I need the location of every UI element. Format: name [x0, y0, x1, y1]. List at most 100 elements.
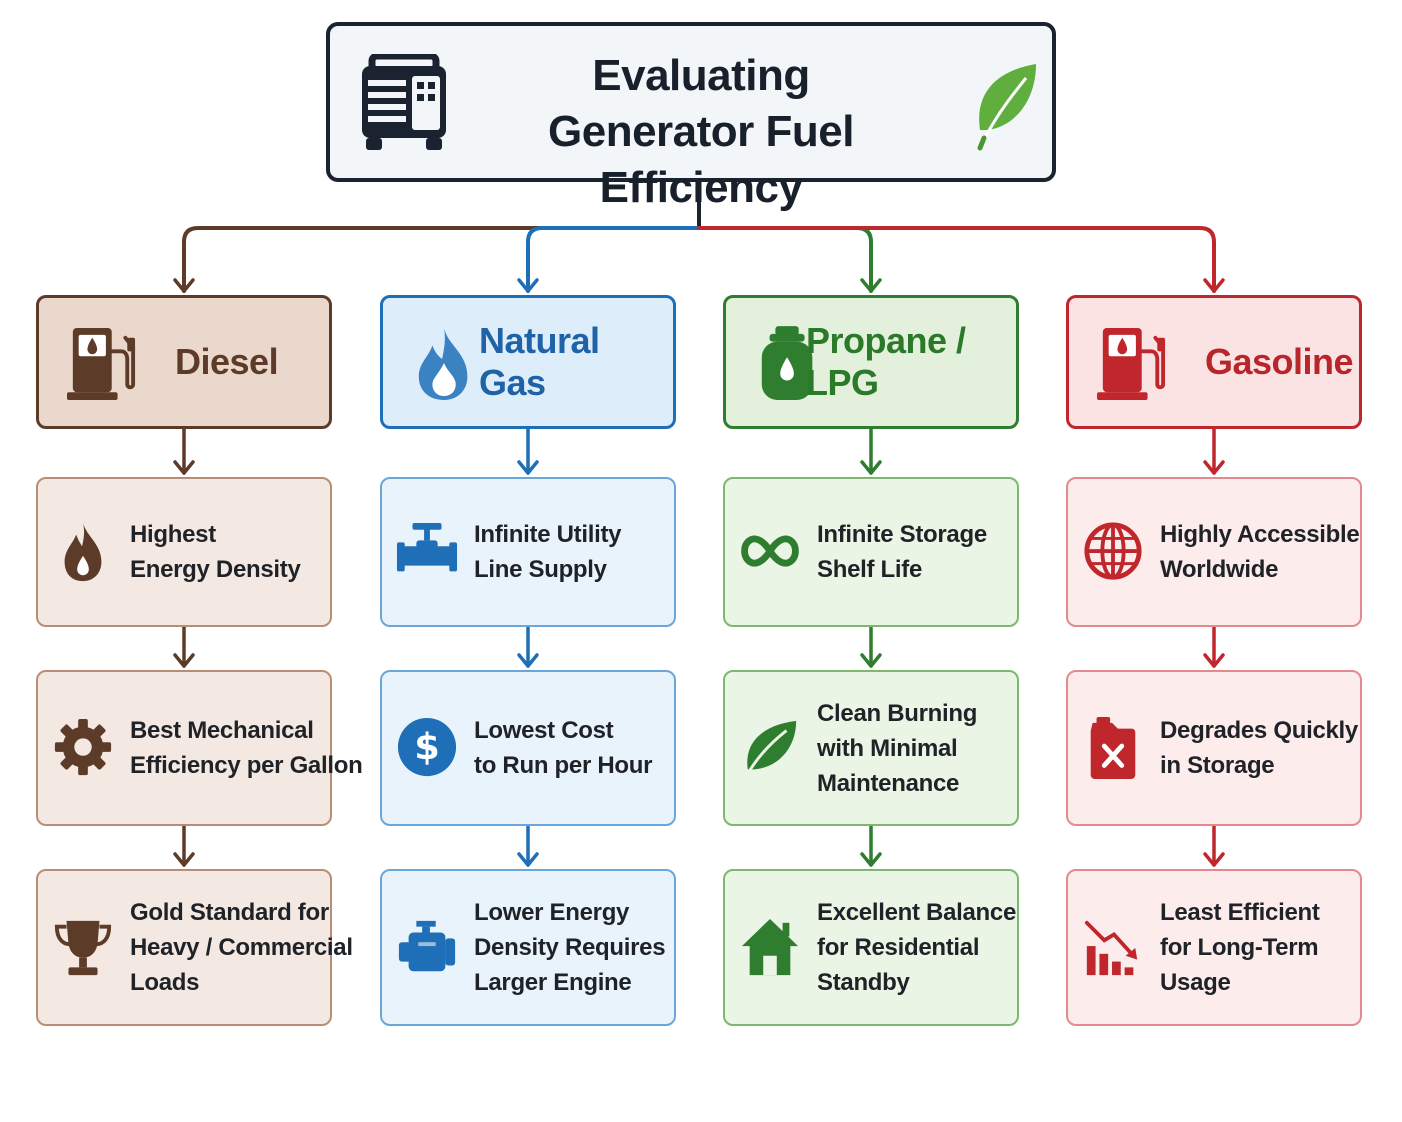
svg-text:$: $	[414, 726, 440, 769]
category-label: Gasoline	[1205, 341, 1354, 382]
feature-text-line: Worldwide	[1160, 556, 1279, 583]
house-icon	[741, 918, 799, 976]
feature-text-line: Efficiency per Gallon	[130, 752, 363, 779]
branch-arrow-propane	[860, 278, 882, 293]
category-header-gasoline: Gasoline	[1066, 295, 1362, 429]
title-line-2: Generator Fuel Efficiency	[548, 107, 854, 212]
branch-arrow-natural_gas	[517, 278, 539, 293]
propane-tank-icon	[761, 326, 813, 400]
trophy-icon	[54, 920, 112, 976]
flow-arrow	[173, 460, 195, 475]
flow-arrow	[173, 852, 195, 867]
flow-arrow	[517, 460, 539, 475]
flow-arrow	[860, 460, 882, 475]
flame-icon	[418, 328, 468, 400]
fuel-pump-icon	[1097, 328, 1166, 400]
feature-text-line: Lower Energy	[474, 899, 630, 926]
dollar-icon: $	[397, 717, 457, 777]
feature-text-line: Lowest Cost	[474, 717, 614, 744]
flow-arrow	[173, 653, 195, 668]
feature-text: Degrades Quickly in Storage	[1160, 672, 1358, 824]
feature-text-line: Larger Engine	[474, 969, 632, 996]
flow-arrow	[860, 653, 882, 668]
feature-text-line: Highest	[130, 521, 216, 548]
feature-text-line: with Minimal	[817, 734, 958, 762]
declining-chart-icon	[1084, 920, 1138, 976]
root-node: Evaluating Generator Fuel Efficiency	[326, 22, 1056, 212]
feature-text-line: to Run per Hour	[474, 752, 653, 779]
feature-text-line: Energy Density	[130, 556, 301, 583]
feature-card: Degrades Quickly in Storage	[1066, 670, 1362, 826]
category-header-propane: Propane / LPG	[723, 295, 1019, 429]
feature-text-line: Clean Burning	[817, 699, 978, 727]
feature-text-line: Degrades Quickly	[1160, 717, 1358, 744]
flame-drop-icon	[64, 522, 102, 582]
globe-icon	[1084, 522, 1142, 580]
flow-arrow	[1203, 852, 1225, 867]
flow-arrow	[1203, 653, 1225, 668]
gear-icon	[54, 718, 112, 776]
flow-arrow	[860, 852, 882, 867]
feature-text-line: Standby	[817, 969, 910, 996]
feature-text: Lowest Cost to Run per Hour	[474, 672, 666, 824]
feature-text-line: Maintenance	[817, 769, 960, 797]
category-header-natural_gas: Natural Gas	[380, 295, 676, 429]
feature-card: $ Lowest Cost to Run per Hour	[380, 670, 676, 826]
flow-arrow	[1203, 460, 1225, 475]
feature-text-line: Shelf Life	[817, 556, 923, 583]
feature-text-line: Excellent Balance	[817, 899, 1017, 926]
feature-text-line: Line Supply	[474, 556, 607, 583]
feature-text-line: for Residential	[817, 934, 980, 961]
branch-line-gasoline	[697, 226, 1216, 293]
feature-text-line: Heavy / Commercial	[130, 934, 353, 961]
leaf-icon	[744, 720, 797, 778]
flow-arrow	[517, 852, 539, 867]
feature-text-line: Gold Standard for	[130, 899, 329, 926]
feature-text-line: in Storage	[1160, 752, 1275, 779]
category-label: Propane / LPG	[806, 320, 966, 403]
category-label: Natural Gas	[479, 320, 600, 403]
feature-text-line: Infinite Storage	[817, 521, 987, 548]
branch-line-natural_gas	[526, 226, 701, 293]
feature-text-line: Density Requires	[474, 934, 666, 961]
feature-text-line: Loads	[130, 969, 200, 996]
category-header-diesel: Diesel	[36, 295, 332, 429]
page-title: Evaluating Generator Fuel Efficiency	[450, 48, 952, 216]
feature-text-line: Usage	[1160, 969, 1231, 996]
branch-line-propane	[697, 226, 873, 293]
jerrycan-x-icon	[1090, 717, 1136, 779]
flow-arrow	[517, 653, 539, 668]
title-line-1: Evaluating	[592, 51, 810, 100]
feature-text-line: Infinite Utility	[474, 521, 622, 548]
branch-arrow-gasoline	[1203, 278, 1225, 293]
fuel-pump-icon	[67, 328, 136, 400]
branch-line-diesel	[182, 226, 701, 293]
infinity-icon	[741, 535, 799, 567]
feature-text-line: for Long-Term	[1160, 934, 1319, 961]
generator-icon	[362, 54, 446, 150]
feature-text-line: Highly Accessible	[1160, 521, 1360, 548]
feature-text-line: Best Mechanical	[130, 717, 314, 744]
pipe-valve-icon	[396, 522, 458, 572]
